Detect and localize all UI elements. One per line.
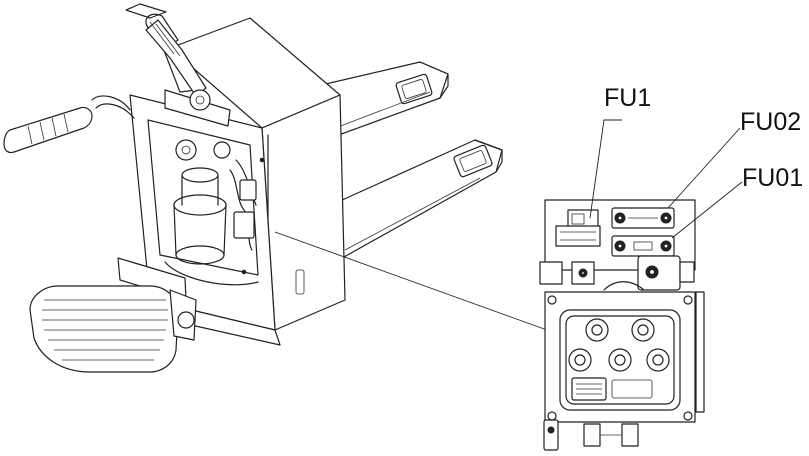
truck-tiller bbox=[125, 3, 231, 127]
fuse-panel-detail bbox=[539, 119, 743, 451]
bottom-brackets bbox=[543, 419, 639, 451]
motor-controller bbox=[544, 291, 705, 423]
pallet-truck-illustration bbox=[3, 3, 548, 373]
fu02-leader bbox=[667, 127, 741, 209]
fu02-label: FU02 bbox=[740, 108, 801, 136]
fuse-board bbox=[544, 199, 696, 271]
fu1-label: FU1 bbox=[604, 84, 651, 112]
fu1-leader bbox=[589, 119, 622, 219]
detail-leader-line bbox=[274, 231, 548, 331]
mounting-brackets bbox=[539, 255, 695, 291]
fu02-fuse bbox=[611, 207, 675, 229]
fu1-fuse bbox=[567, 209, 599, 229]
fu01-leader bbox=[671, 181, 743, 239]
callout-leaders bbox=[589, 119, 743, 239]
truck-side-handle bbox=[3, 95, 135, 154]
truck-step-platform bbox=[29, 257, 197, 373]
fu01-fuse bbox=[611, 235, 675, 257]
fu01-label: FU01 bbox=[742, 164, 803, 192]
truck-body bbox=[129, 17, 346, 346]
